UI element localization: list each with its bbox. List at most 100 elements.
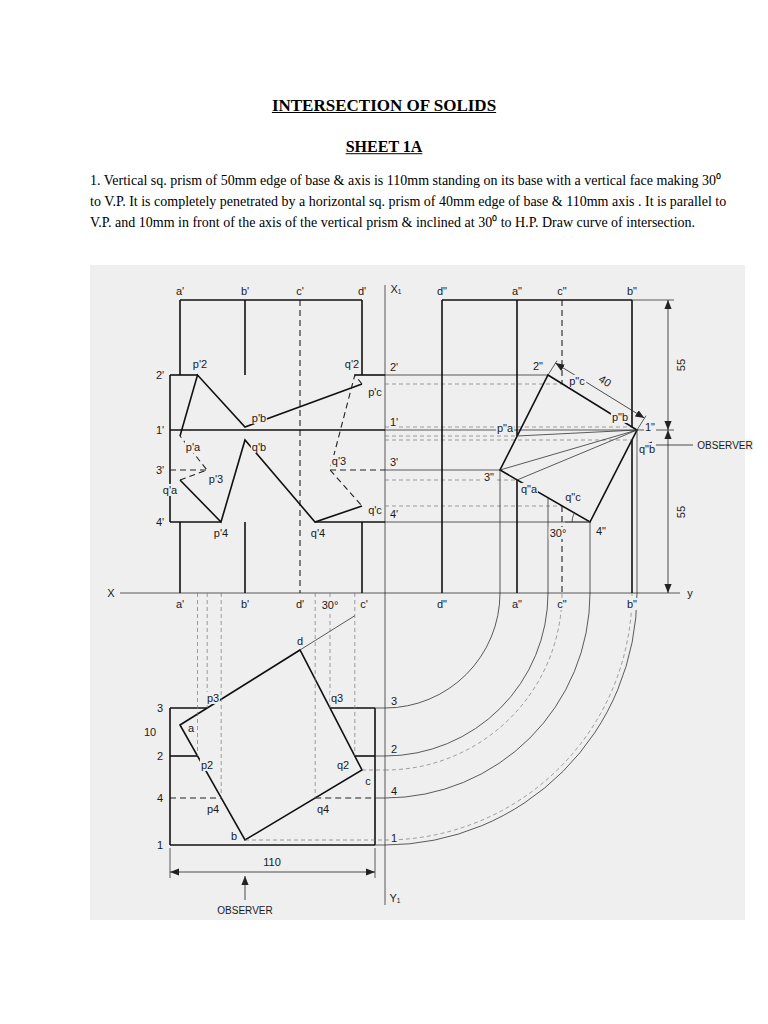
projector: [375, 756, 385, 757]
point-label: 1: [156, 839, 164, 851]
projector: [385, 375, 548, 376]
hidden-edge: [170, 797, 221, 798]
point-label: p3: [206, 692, 220, 704]
drawing-line: [170, 429, 385, 431]
point-label: Y₁: [388, 892, 401, 904]
drawing-line: [442, 299, 632, 301]
point-label: 3: [390, 695, 398, 707]
point-label: c': [359, 598, 369, 610]
point-label: 4': [389, 508, 399, 520]
point-label: d: [296, 635, 304, 647]
point-label: b': [240, 285, 250, 297]
point-label: 1": [644, 421, 656, 433]
drawing-line: [355, 374, 385, 376]
point-label: X: [106, 587, 115, 599]
dimension-line: [668, 300, 669, 430]
hidden-edge: [330, 469, 385, 470]
point-label: d": [436, 285, 448, 297]
point-label: y: [686, 587, 694, 599]
hidden-curve: [330, 375, 362, 506]
dimension-line: [170, 872, 375, 873]
intersection-curve: [180, 375, 362, 436]
point-label: q3: [330, 692, 344, 704]
sheet-title: INTERSECTION OF SOLIDS: [0, 96, 768, 116]
point-label: b": [626, 598, 638, 610]
point-label: a": [511, 598, 523, 610]
dimension-value: 55: [675, 358, 687, 372]
observer-label: OBSERVER: [696, 440, 753, 451]
point-label: b': [240, 598, 250, 610]
point-label: a': [175, 285, 185, 297]
point-label: q'2: [344, 358, 360, 370]
point-label: q"a: [520, 483, 538, 495]
point-label: 3": [483, 471, 495, 483]
projector: [375, 708, 385, 709]
transfer-arc: [385, 593, 548, 756]
construction-line: [517, 430, 637, 436]
point-label: d': [295, 598, 305, 610]
point-label: q'a: [162, 484, 178, 496]
drawing-line: [170, 844, 375, 846]
point-label: q4: [316, 803, 330, 815]
point-label: X₁: [389, 283, 402, 295]
projector: [375, 798, 385, 799]
point-label: p'2: [192, 358, 208, 370]
drawing-line: [374, 708, 376, 845]
drawing-line: [631, 300, 633, 427]
point-label: p'3: [208, 473, 224, 485]
drawing-line: [361, 522, 363, 593]
point-label: 4: [390, 785, 398, 797]
point-label: 2: [156, 750, 164, 762]
projector: [590, 522, 591, 593]
projector: [245, 840, 385, 841]
dimension-line: [555, 363, 644, 418]
point-label: d": [436, 598, 448, 610]
drawing-line: [179, 522, 181, 593]
projector: [197, 593, 198, 756]
point-label: 4: [156, 792, 164, 804]
projector: [385, 436, 517, 437]
point-label: c": [556, 598, 567, 610]
drawing-line: [169, 375, 171, 522]
point-label: 2': [155, 369, 165, 381]
point-label: c": [556, 285, 567, 297]
point-label: b": [626, 285, 638, 297]
point-label: q"c: [564, 491, 582, 503]
point-label: 1': [155, 424, 165, 436]
projector: [385, 440, 632, 441]
projector: [354, 593, 355, 756]
point-label: 3': [155, 464, 165, 476]
drawing-line: [355, 755, 375, 757]
point-label: 2: [390, 743, 398, 755]
hidden-edge: [170, 469, 207, 470]
projector: [500, 470, 501, 593]
projection-drawing: [90, 265, 745, 920]
angle-value: 30°: [321, 599, 340, 611]
drawing-line: [180, 299, 362, 301]
projector: [315, 593, 316, 798]
problem-statement: 1. Vertical sq. prism of 50mm edge of ba…: [90, 170, 735, 233]
drawing-line: [315, 521, 385, 523]
sheet-heading: SHEET 1A: [345, 138, 424, 156]
point-label: q'c: [367, 504, 383, 516]
x1y1-line: [385, 285, 386, 905]
drawing-line: [170, 374, 198, 376]
point-label: a": [511, 285, 523, 297]
drawing-line: [169, 708, 171, 845]
transfer-arc: [385, 593, 562, 770]
projector: [385, 384, 562, 385]
point-label: a': [175, 598, 185, 610]
drawing-line: [244, 300, 246, 375]
angle-reference: [565, 522, 590, 523]
point-label: q'3: [331, 455, 347, 467]
point-label: p'4: [213, 527, 229, 539]
point-label: d': [357, 285, 367, 297]
angle-value: 30°: [549, 527, 568, 539]
point-label: p'c: [367, 386, 383, 398]
point-label: 2': [389, 361, 399, 373]
point-label: c: [364, 775, 372, 787]
point-label: p4: [206, 803, 220, 815]
point-label: 3': [389, 456, 399, 468]
extension-line: [375, 848, 376, 878]
